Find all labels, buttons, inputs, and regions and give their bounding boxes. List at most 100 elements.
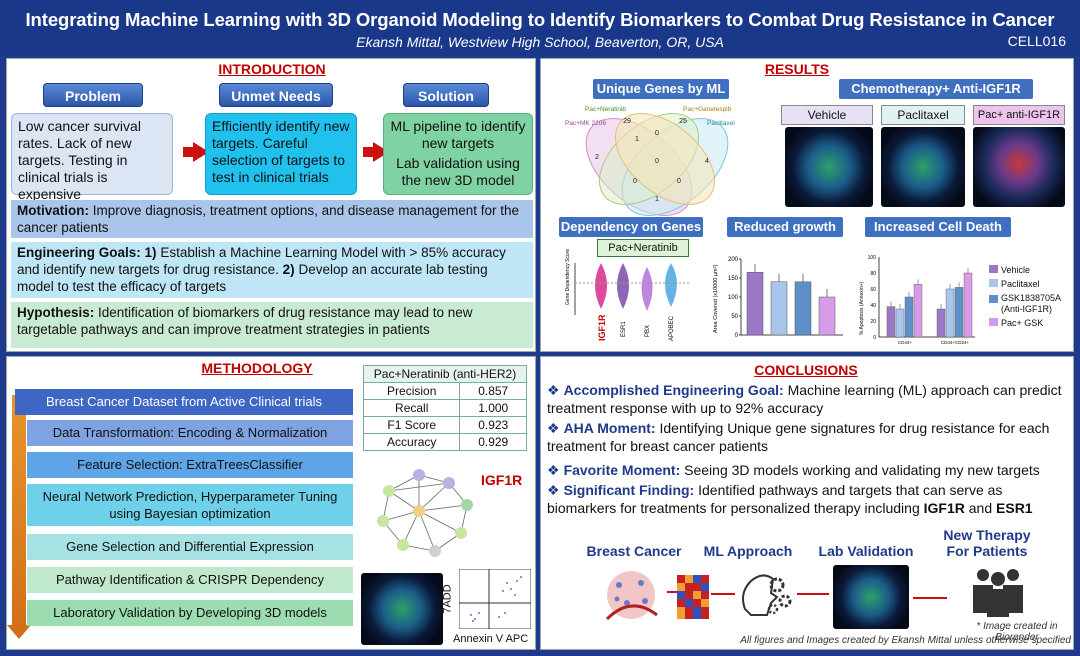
results-panel: RESULTS Unique Genes by ML Pac+Neratinib… [540, 58, 1074, 352]
tick-label: 0 [735, 333, 739, 339]
down-arrow-head-icon [7, 625, 31, 639]
organoid-image [361, 573, 443, 645]
tick-label: 100 [728, 295, 739, 301]
venn-diagram: Pac+Neratinib Pac+Ganetespib Pac+MK 2206… [565, 106, 735, 216]
death-bar [913, 284, 923, 338]
conclusion-label: Accomplished Engineering Goal: [563, 382, 784, 398]
tick-label: 50 [731, 314, 738, 320]
solution-text-1: ML pipeline to identify new targets [390, 118, 526, 151]
poster-code: CELL016 [1007, 33, 1066, 49]
goals-label: Engineering Goals: [17, 245, 141, 260]
dependency-y-label: Gene Dependency Score [565, 249, 571, 305]
legend-swatch [989, 318, 998, 326]
venn-count: 29 [623, 118, 631, 125]
legend-label: Vehicle [1001, 265, 1031, 275]
arrow-right-icon [913, 597, 947, 599]
method-step: Pathway Identification & CRISPR Dependen… [27, 567, 353, 593]
growth-bar [746, 272, 764, 336]
conclusion-text: Machine learning (ML) approach can predi… [547, 382, 1062, 416]
cell-death-bar-chart: % Apoptosis (Annexin+) 020406080100CD44+… [859, 255, 975, 345]
venn-set-label: Pac+Neratinib [585, 106, 626, 113]
method-step: Breast Cancer Dataset from Active Clinic… [15, 389, 353, 415]
facs-y-label: 7ADD [441, 584, 454, 614]
tick-label: 20 [870, 319, 876, 325]
diamond-bullet-icon: ❖ [547, 382, 560, 398]
metric-name: F1 Score [362, 416, 461, 434]
tick-label: 200 [728, 257, 739, 263]
diamond-bullet-icon: ❖ [547, 482, 560, 498]
credit-note: All figures and Images created by Ekansh… [740, 635, 1071, 646]
goal1-text: Establish a Machine Learning Model with … [17, 245, 506, 277]
conclusion-text: Identifying Unique gene signatures for d… [547, 420, 1050, 454]
dep-gene-label: ESR1 [621, 321, 627, 337]
legend-swatch [989, 265, 998, 273]
legend-swatch [989, 279, 998, 287]
metric-name: Accuracy [362, 433, 461, 451]
conclusions-title: CONCLUSIONS [754, 362, 858, 378]
metric-value: 0.929 [459, 433, 527, 451]
violin-pbx [641, 267, 653, 311]
death-bar [936, 308, 946, 338]
finding-and: and [968, 500, 993, 516]
breast-cancer-illustration [605, 571, 658, 621]
problem-box: Low cancer survival rates. Lack of new t… [11, 113, 173, 202]
network-label: IGF1R [481, 472, 523, 488]
venn-count: 0 [633, 178, 637, 185]
conclusion-item: ❖AHA Moment: Identifying Unique gene sig… [547, 419, 1072, 455]
dep-gene-label: PBX [645, 325, 651, 337]
conclusion-item: ❖Accomplished Engineering Goal: Machine … [547, 381, 1072, 417]
metrics-table-title: Pac+Neratinib (anti-HER2) [363, 365, 527, 383]
venn-set-label: Pac+MK 2206 [565, 120, 606, 127]
goal2-text: Develop an accurate lab testing model to… [17, 262, 488, 294]
hypothesis-text: Identification of biomarkers of drug res… [17, 305, 473, 337]
category-label: CD44+CD24+ [941, 340, 970, 345]
methods-panel: METHODOLOGY Breast Cancer Dataset from A… [6, 356, 536, 650]
facs-plot [459, 569, 531, 629]
venn-count: 0 [677, 178, 681, 185]
conclusion-text: Identified pathways and targets that can… [547, 482, 1003, 516]
legend: Vehicle Paclitaxel GSK1838705A (Anti-IGF… [989, 265, 1073, 329]
poster-subtitle: Ekansh Mittal, Westview High School, Bea… [356, 34, 724, 50]
venn-set-label: Paclitaxel [707, 120, 735, 127]
violin-esr1 [617, 263, 629, 309]
dependency-subtitle: Pac+Neratinib [597, 239, 689, 257]
goals-band: Engineering Goals: 1) Establish a Machin… [11, 242, 533, 298]
organoid-vehicle-image [785, 127, 873, 207]
tick-label: 0 [873, 335, 876, 341]
protein-network [377, 469, 473, 557]
growth-y-label: Area Covered (x10000 µm²) [713, 265, 719, 333]
brain-gear-icon [742, 574, 792, 616]
method-step: Gene Selection and Differential Expressi… [27, 534, 353, 560]
solution-pill: Solution [403, 83, 489, 107]
venn-title: Unique Genes by ML [593, 79, 729, 99]
venn-count: 0 [655, 130, 659, 137]
organoid-paclitaxel-image [881, 127, 965, 207]
tick-label: 150 [728, 276, 739, 282]
legend-item: Paclitaxel [989, 279, 1073, 290]
intro-panel: INTRODUCTION Problem Low cancer survival… [6, 58, 536, 352]
dependency-violin-chart: Gene Dependency Score IGF1R ESR1 PBX APO… [565, 249, 691, 341]
motivation-band: Motivation: Improve diagnosis, treatment… [11, 200, 533, 238]
finding-gene: ESR1 [996, 500, 1033, 516]
conclusion-label: AHA Moment: [563, 420, 656, 436]
venn-set-label: Pac+Ganetespib [683, 106, 732, 113]
problem-pill: Problem [43, 83, 143, 107]
biorender-note: * Image created in Biorender [976, 621, 1058, 643]
legend-item: GSK1838705A (Anti-IGF1R) [989, 293, 1073, 315]
method-step: Laboratory Validation by Developing 3D m… [27, 600, 353, 626]
solution-box: ML pipeline to identify new targets Lab … [383, 113, 533, 195]
flow-step-label: Breast Cancer [586, 543, 682, 559]
venn-count: 25 [679, 118, 687, 125]
tick-label: 60 [870, 287, 876, 293]
growth-bar [794, 281, 812, 336]
growth-bar [770, 281, 788, 336]
arrow-right-icon [711, 593, 735, 595]
death-bar [886, 306, 896, 338]
tick-label: 80 [870, 271, 876, 277]
conclusions-panel: CONCLUSIONS ❖Accomplished Engineering Go… [540, 356, 1074, 650]
growth-title: Reduced growth [727, 217, 843, 237]
dep-gene-label: APOBEC [669, 315, 675, 341]
